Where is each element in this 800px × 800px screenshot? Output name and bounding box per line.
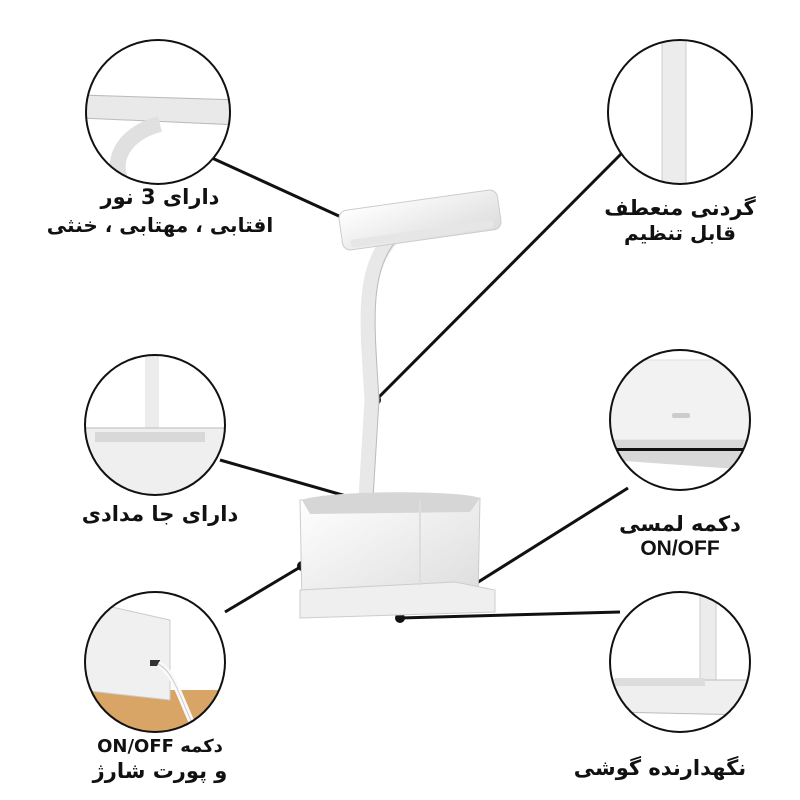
label-touch-button-line1: دکمه لمسی <box>619 512 741 536</box>
detail-circle-touch-button <box>609 349 751 491</box>
connector-three-lights <box>211 156 353 224</box>
desk-lamp <box>299 189 502 619</box>
detail-circle-pen-holder <box>84 354 226 496</box>
connector-neck <box>374 148 627 402</box>
connector-port <box>224 564 303 614</box>
detail-circle-phone-holder <box>609 591 751 733</box>
detail-circle-neck <box>607 39 753 185</box>
label-three-lights-line2: افتابی ، مهتابی ، خنثی <box>46 213 274 237</box>
detail-circle-charging-port <box>84 591 226 733</box>
label-pen-holder: دارای جا مدادی <box>81 502 239 526</box>
connector-phone-holder <box>399 610 621 620</box>
label-three-lights-line1: دارای 3 نور <box>100 185 220 209</box>
connector-pen-holder <box>219 458 361 502</box>
label-flexible-neck-line2: قابل تنظیم <box>624 221 736 245</box>
label-flexible-neck-line1: گردنی منعطف <box>604 196 756 220</box>
label-phone-holder: نگهدارنده گوشی <box>573 756 747 780</box>
label-charging-port-line2: و پورت شارژ <box>92 759 228 783</box>
label-charging-port-line1: دکمه ON/OFF <box>97 736 223 757</box>
detail-circle-lamp-head <box>85 39 231 185</box>
label-touch-button-line2: ON/OFF <box>640 537 720 560</box>
